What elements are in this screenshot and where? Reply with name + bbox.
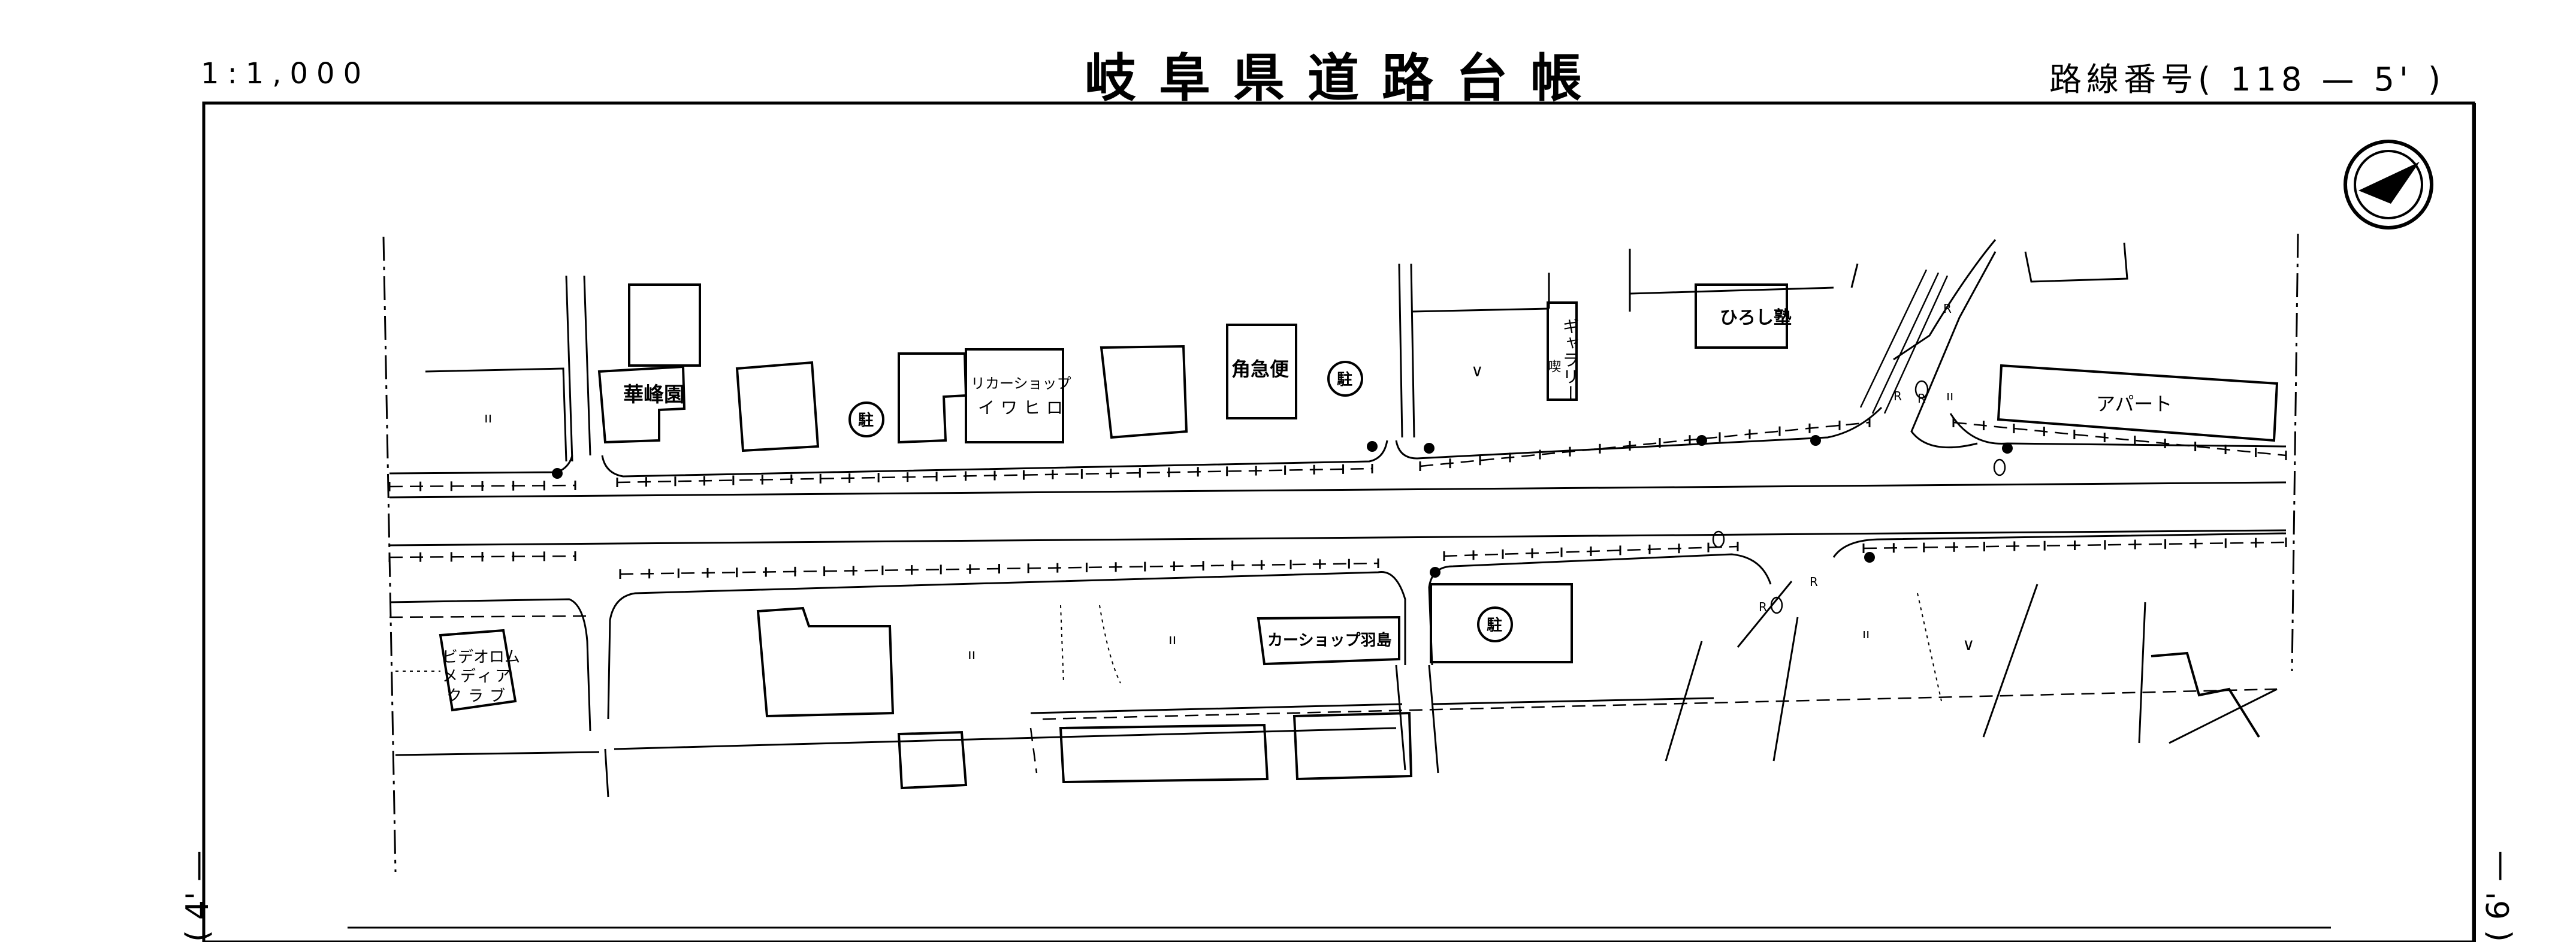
building-gallery bbox=[1547, 301, 1578, 401]
label-apart: アパート bbox=[2096, 393, 2172, 415]
building-hiroshi bbox=[1695, 283, 1788, 349]
parcel-boundaries bbox=[395, 593, 1942, 702]
map-boundary bbox=[382, 233, 2299, 872]
label-video-3: クラブ bbox=[446, 687, 511, 705]
label-field-2: ıı bbox=[968, 646, 976, 663]
label-r-3: R bbox=[1917, 391, 1926, 406]
rail-crossing bbox=[1859, 269, 1949, 414]
route-label: 路線番号( bbox=[2049, 61, 2216, 98]
building-north-1 bbox=[628, 283, 701, 367]
label-check-1: ∨ bbox=[1471, 361, 1484, 381]
label-check-2: ∨ bbox=[1962, 635, 1975, 654]
label-r-5: R bbox=[1759, 600, 1767, 614]
kerb-ticks bbox=[388, 418, 2287, 579]
label-gallery-side: 喫 bbox=[1546, 360, 1561, 373]
building-apart bbox=[1997, 364, 2279, 442]
building-carshop bbox=[1257, 615, 1400, 666]
building-south-1 bbox=[756, 606, 895, 718]
lot-lines bbox=[395, 239, 2278, 798]
label-parking-1: 駐 bbox=[858, 412, 874, 430]
label-hiroshi: ひろし塾 bbox=[1720, 307, 1792, 328]
map-title: 岐阜県道路台帳 bbox=[1085, 49, 1605, 108]
map-scale: 1:1,000 bbox=[201, 57, 370, 90]
building-north-2 bbox=[735, 361, 820, 452]
building-liquor-shop bbox=[965, 348, 1064, 443]
label-carshop: カーショップ羽島 bbox=[1267, 632, 1391, 650]
label-video-2: メディア bbox=[442, 668, 513, 686]
map-labels: 華峰園 リカーショップ イワヒロ 角急便 駐 駐 駐 ギャラリー 喫 ひろし塾 … bbox=[442, 301, 2172, 705]
building-se-1 bbox=[2151, 651, 2260, 738]
label-r-1: R bbox=[1943, 301, 1952, 316]
label-r-2: R bbox=[1894, 389, 1902, 403]
label-kahoen: 華峰園 bbox=[623, 383, 684, 407]
manhole-markers bbox=[552, 435, 2013, 578]
map-frame bbox=[202, 101, 2475, 942]
route-number: 路線番号( 118 — 5' ) bbox=[2049, 53, 2445, 100]
route-value: 118 — 5' bbox=[2230, 61, 2413, 98]
building-video bbox=[439, 629, 517, 712]
label-gallery: ギャラリー bbox=[1560, 318, 1580, 401]
building-south-2 bbox=[897, 730, 968, 790]
label-parking-3: 駐 bbox=[1487, 617, 1502, 635]
label-liquor-2: イワヒロ bbox=[978, 398, 1069, 418]
label-field-1: ıı bbox=[484, 409, 492, 426]
buildings bbox=[439, 283, 2279, 790]
label-kakukyubin: 角急便 bbox=[1231, 358, 1289, 381]
hydrant-markers bbox=[1712, 380, 2006, 614]
building-parking-south bbox=[1430, 583, 1573, 663]
label-r-4: R bbox=[1810, 575, 1818, 589]
route-close: ) bbox=[2428, 61, 2446, 98]
building-north-3 bbox=[1100, 345, 1188, 439]
map-frame-right-edge bbox=[2474, 103, 2476, 942]
road-edges bbox=[389, 406, 2287, 732]
building-liquor bbox=[898, 352, 968, 444]
label-field-3: ıı bbox=[1168, 631, 1176, 648]
building-kahoen bbox=[597, 365, 686, 444]
parking-icon bbox=[848, 361, 1513, 642]
label-paddy: ıı bbox=[1862, 627, 1870, 642]
label-liquor-1: リカーショップ bbox=[971, 375, 1071, 392]
building-kakukyubin bbox=[1226, 324, 1297, 419]
building-south-3 bbox=[1059, 723, 1269, 784]
label-field-4: ıı bbox=[1946, 389, 1953, 404]
label-video-1: ビデオロム bbox=[442, 648, 520, 666]
label-parking-2: 駐 bbox=[1337, 371, 1352, 389]
north-arrow-icon bbox=[2344, 140, 2433, 230]
building-south-4 bbox=[1292, 711, 1413, 781]
